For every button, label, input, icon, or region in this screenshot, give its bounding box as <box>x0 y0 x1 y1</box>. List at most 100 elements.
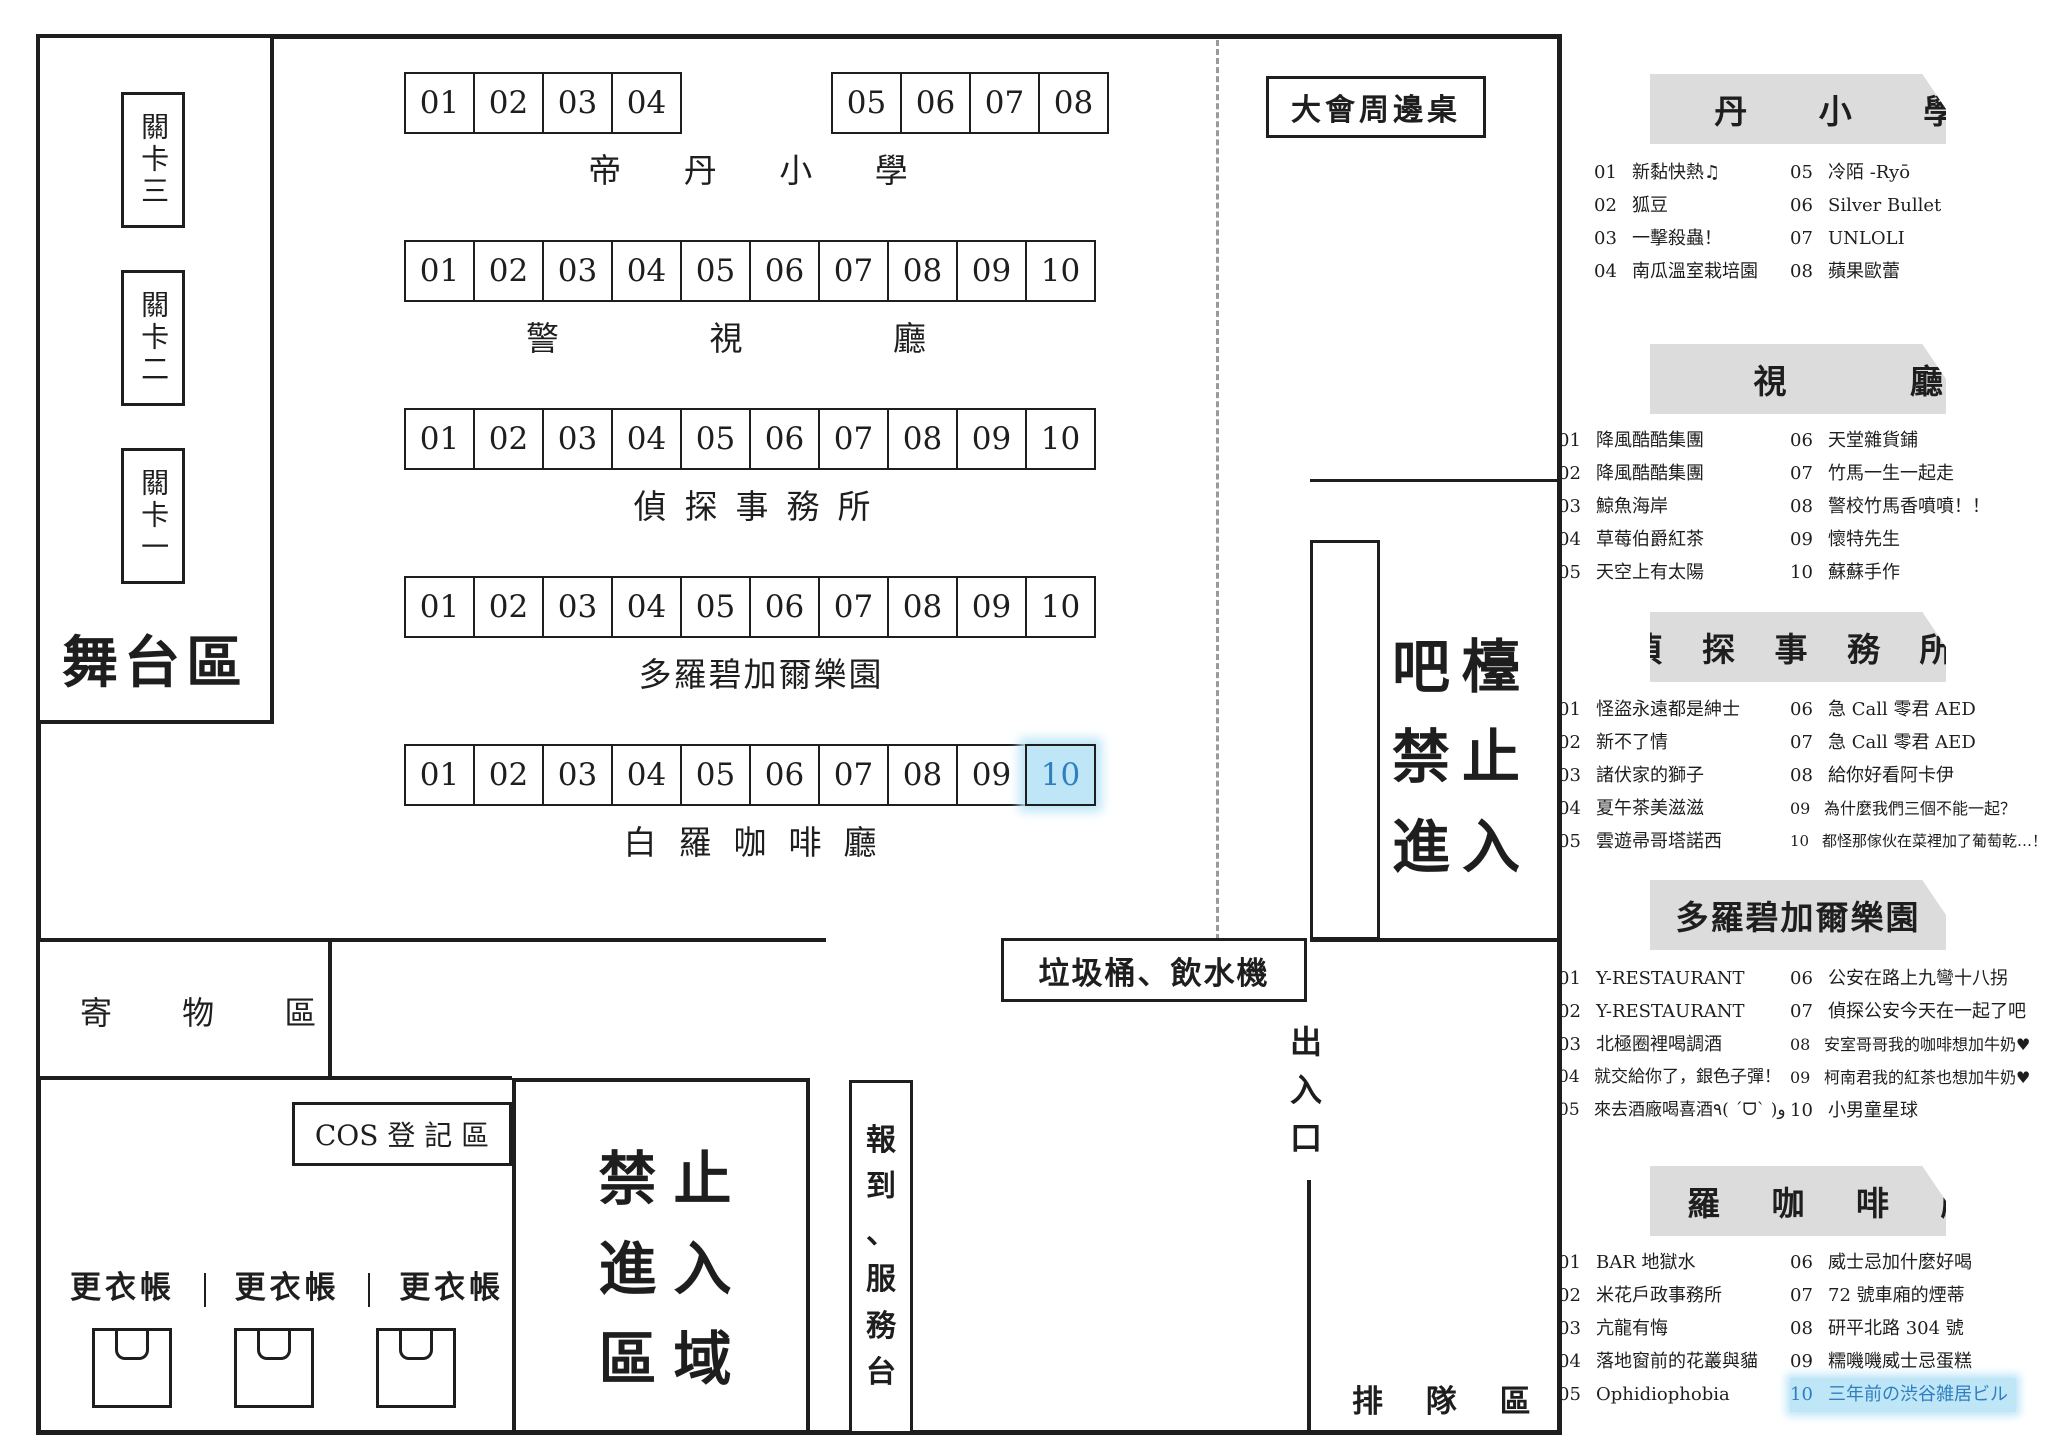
storage-label: 寄 物 區 <box>80 994 347 1032</box>
legend-name: 懷特先生 <box>1828 529 1900 550</box>
booth-cell[interactable]: 01 <box>404 240 475 302</box>
restricted-area-label: 禁 止 進 入 區 域 <box>590 1132 740 1396</box>
booth-cell[interactable]: 08 <box>1038 72 1109 134</box>
booth-cell[interactable]: 07 <box>969 72 1040 134</box>
legend-name: 竹馬一生一起走 <box>1828 463 1954 484</box>
booth-cell[interactable]: 07 <box>818 408 889 470</box>
booth-cell[interactable]: 01 <box>404 744 475 806</box>
table-row-poirot: 01 02 03 04 05 06 07 08 09 10 <box>404 744 1096 806</box>
booth-cell[interactable]: 05 <box>680 576 751 638</box>
legend-name: 威士忌加什麼好喝 <box>1828 1252 1972 1273</box>
booth-cell[interactable]: 05 <box>680 744 751 806</box>
exit-char: 口 <box>1290 1119 1323 1157</box>
booth-cell[interactable]: 08 <box>887 240 958 302</box>
legend-name: 急 Call 零君 AED <box>1828 699 1976 720</box>
booth-cell[interactable]: 07 <box>818 576 889 638</box>
top-table-label: 大會周邊桌 <box>1291 93 1461 128</box>
legend-num: 01 <box>1594 162 1617 183</box>
booth-cell[interactable]: 06 <box>749 408 820 470</box>
legend-name: 糯嘰嘰威士忌蛋糕 <box>1828 1351 1972 1372</box>
booth-cell[interactable]: 03 <box>542 744 613 806</box>
reception-char: 台 <box>866 1355 896 1390</box>
booth-cell[interactable]: 06 <box>900 72 971 134</box>
legend-num: 02 <box>1558 1285 1581 1306</box>
booth-cell[interactable]: 01 <box>404 72 475 134</box>
booth-cell[interactable]: 01 <box>404 576 475 638</box>
booth-cell[interactable]: 04 <box>611 744 682 806</box>
legend-num: 06 <box>1790 195 1813 216</box>
exit-char: 出 <box>1290 1023 1323 1061</box>
changing-room-label: 更衣帳 <box>70 1270 175 1306</box>
booth-cell[interactable]: 10 <box>1025 576 1096 638</box>
legend-name: UNLOLI <box>1828 228 1905 249</box>
booth-cell[interactable]: 09 <box>956 576 1027 638</box>
legend-header-teitan: 帝 丹 小 學 <box>1650 74 1946 144</box>
booth-cell[interactable]: 04 <box>611 72 682 134</box>
booth-cell[interactable]: 10 <box>1025 240 1096 302</box>
table-row-detective: 01 02 03 04 05 06 07 08 09 10 <box>404 408 1096 470</box>
booth-cell[interactable]: 05 <box>831 72 902 134</box>
booth-cell[interactable]: 10 <box>1025 408 1096 470</box>
bar-char: 進 <box>1391 813 1450 881</box>
legend-name: 草莓伯爵紅茶 <box>1596 529 1704 550</box>
booth-cell[interactable]: 02 <box>473 408 544 470</box>
booth-cell[interactable]: 04 <box>611 240 682 302</box>
legend-header-keishicho: 警 視 廳 <box>1650 344 1946 414</box>
legend-name: 鯨魚海岸 <box>1596 496 1668 517</box>
table-row-teitan-right: 05 06 07 08 <box>831 72 1109 134</box>
legend-title: 帝 丹 小 學 <box>1609 92 1987 131</box>
booth-cell[interactable]: 08 <box>887 744 958 806</box>
booth-cell[interactable]: 01 <box>404 408 475 470</box>
booth-cell[interactable]: 06 <box>749 744 820 806</box>
booth-cell[interactable]: 03 <box>542 408 613 470</box>
booth-cell[interactable]: 05 <box>680 408 751 470</box>
booth-cell[interactable]: 03 <box>542 576 613 638</box>
row-label-poirot: 白羅咖啡廳 <box>623 823 899 862</box>
wall-mid-horizontal-right <box>1310 938 1562 942</box>
booth-cell-highlighted[interactable]: 10 <box>1025 744 1096 806</box>
legend-num: 02 <box>1558 732 1581 753</box>
booth-cell[interactable]: 06 <box>749 576 820 638</box>
booth-cell[interactable]: 09 <box>956 744 1027 806</box>
booth-cell[interactable]: 02 <box>473 72 544 134</box>
booth-cell[interactable]: 04 <box>611 408 682 470</box>
legend-name: 北極圈裡喝調酒 <box>1596 1034 1722 1055</box>
booth-cell[interactable]: 09 <box>956 408 1027 470</box>
booth-cell[interactable]: 04 <box>611 576 682 638</box>
booth-cell[interactable]: 03 <box>542 72 613 134</box>
booth-cell[interactable]: 06 <box>749 240 820 302</box>
booth-cell[interactable]: 08 <box>887 408 958 470</box>
legend-num: 02 <box>1594 195 1617 216</box>
booth-cell[interactable]: 08 <box>887 576 958 638</box>
legend-num: 05 <box>1558 1384 1581 1405</box>
booth-cell[interactable]: 07 <box>818 744 889 806</box>
legend-num: 07 <box>1790 228 1813 249</box>
legend-name: Y-RESTAURANT <box>1596 968 1745 989</box>
row-label-keishicho: 警 視 廳 <box>526 319 996 358</box>
legend-num: 06 <box>1790 1252 1813 1273</box>
table-row-tropical: 01 02 03 04 05 06 07 08 09 10 <box>404 576 1096 638</box>
booth-cell[interactable]: 02 <box>473 744 544 806</box>
legend-num: 03 <box>1558 1318 1581 1339</box>
legend-num: 07 <box>1790 1001 1813 1022</box>
booth-cell[interactable]: 07 <box>818 240 889 302</box>
booth-cell[interactable]: 02 <box>473 240 544 302</box>
top-table: 大會周邊桌 <box>1266 76 1486 138</box>
reception-char: 服 <box>866 1262 896 1297</box>
booth-cell[interactable]: 03 <box>542 240 613 302</box>
booth-cell[interactable]: 05 <box>680 240 751 302</box>
booth-cell[interactable]: 02 <box>473 576 544 638</box>
booth-cell[interactable]: 09 <box>956 240 1027 302</box>
